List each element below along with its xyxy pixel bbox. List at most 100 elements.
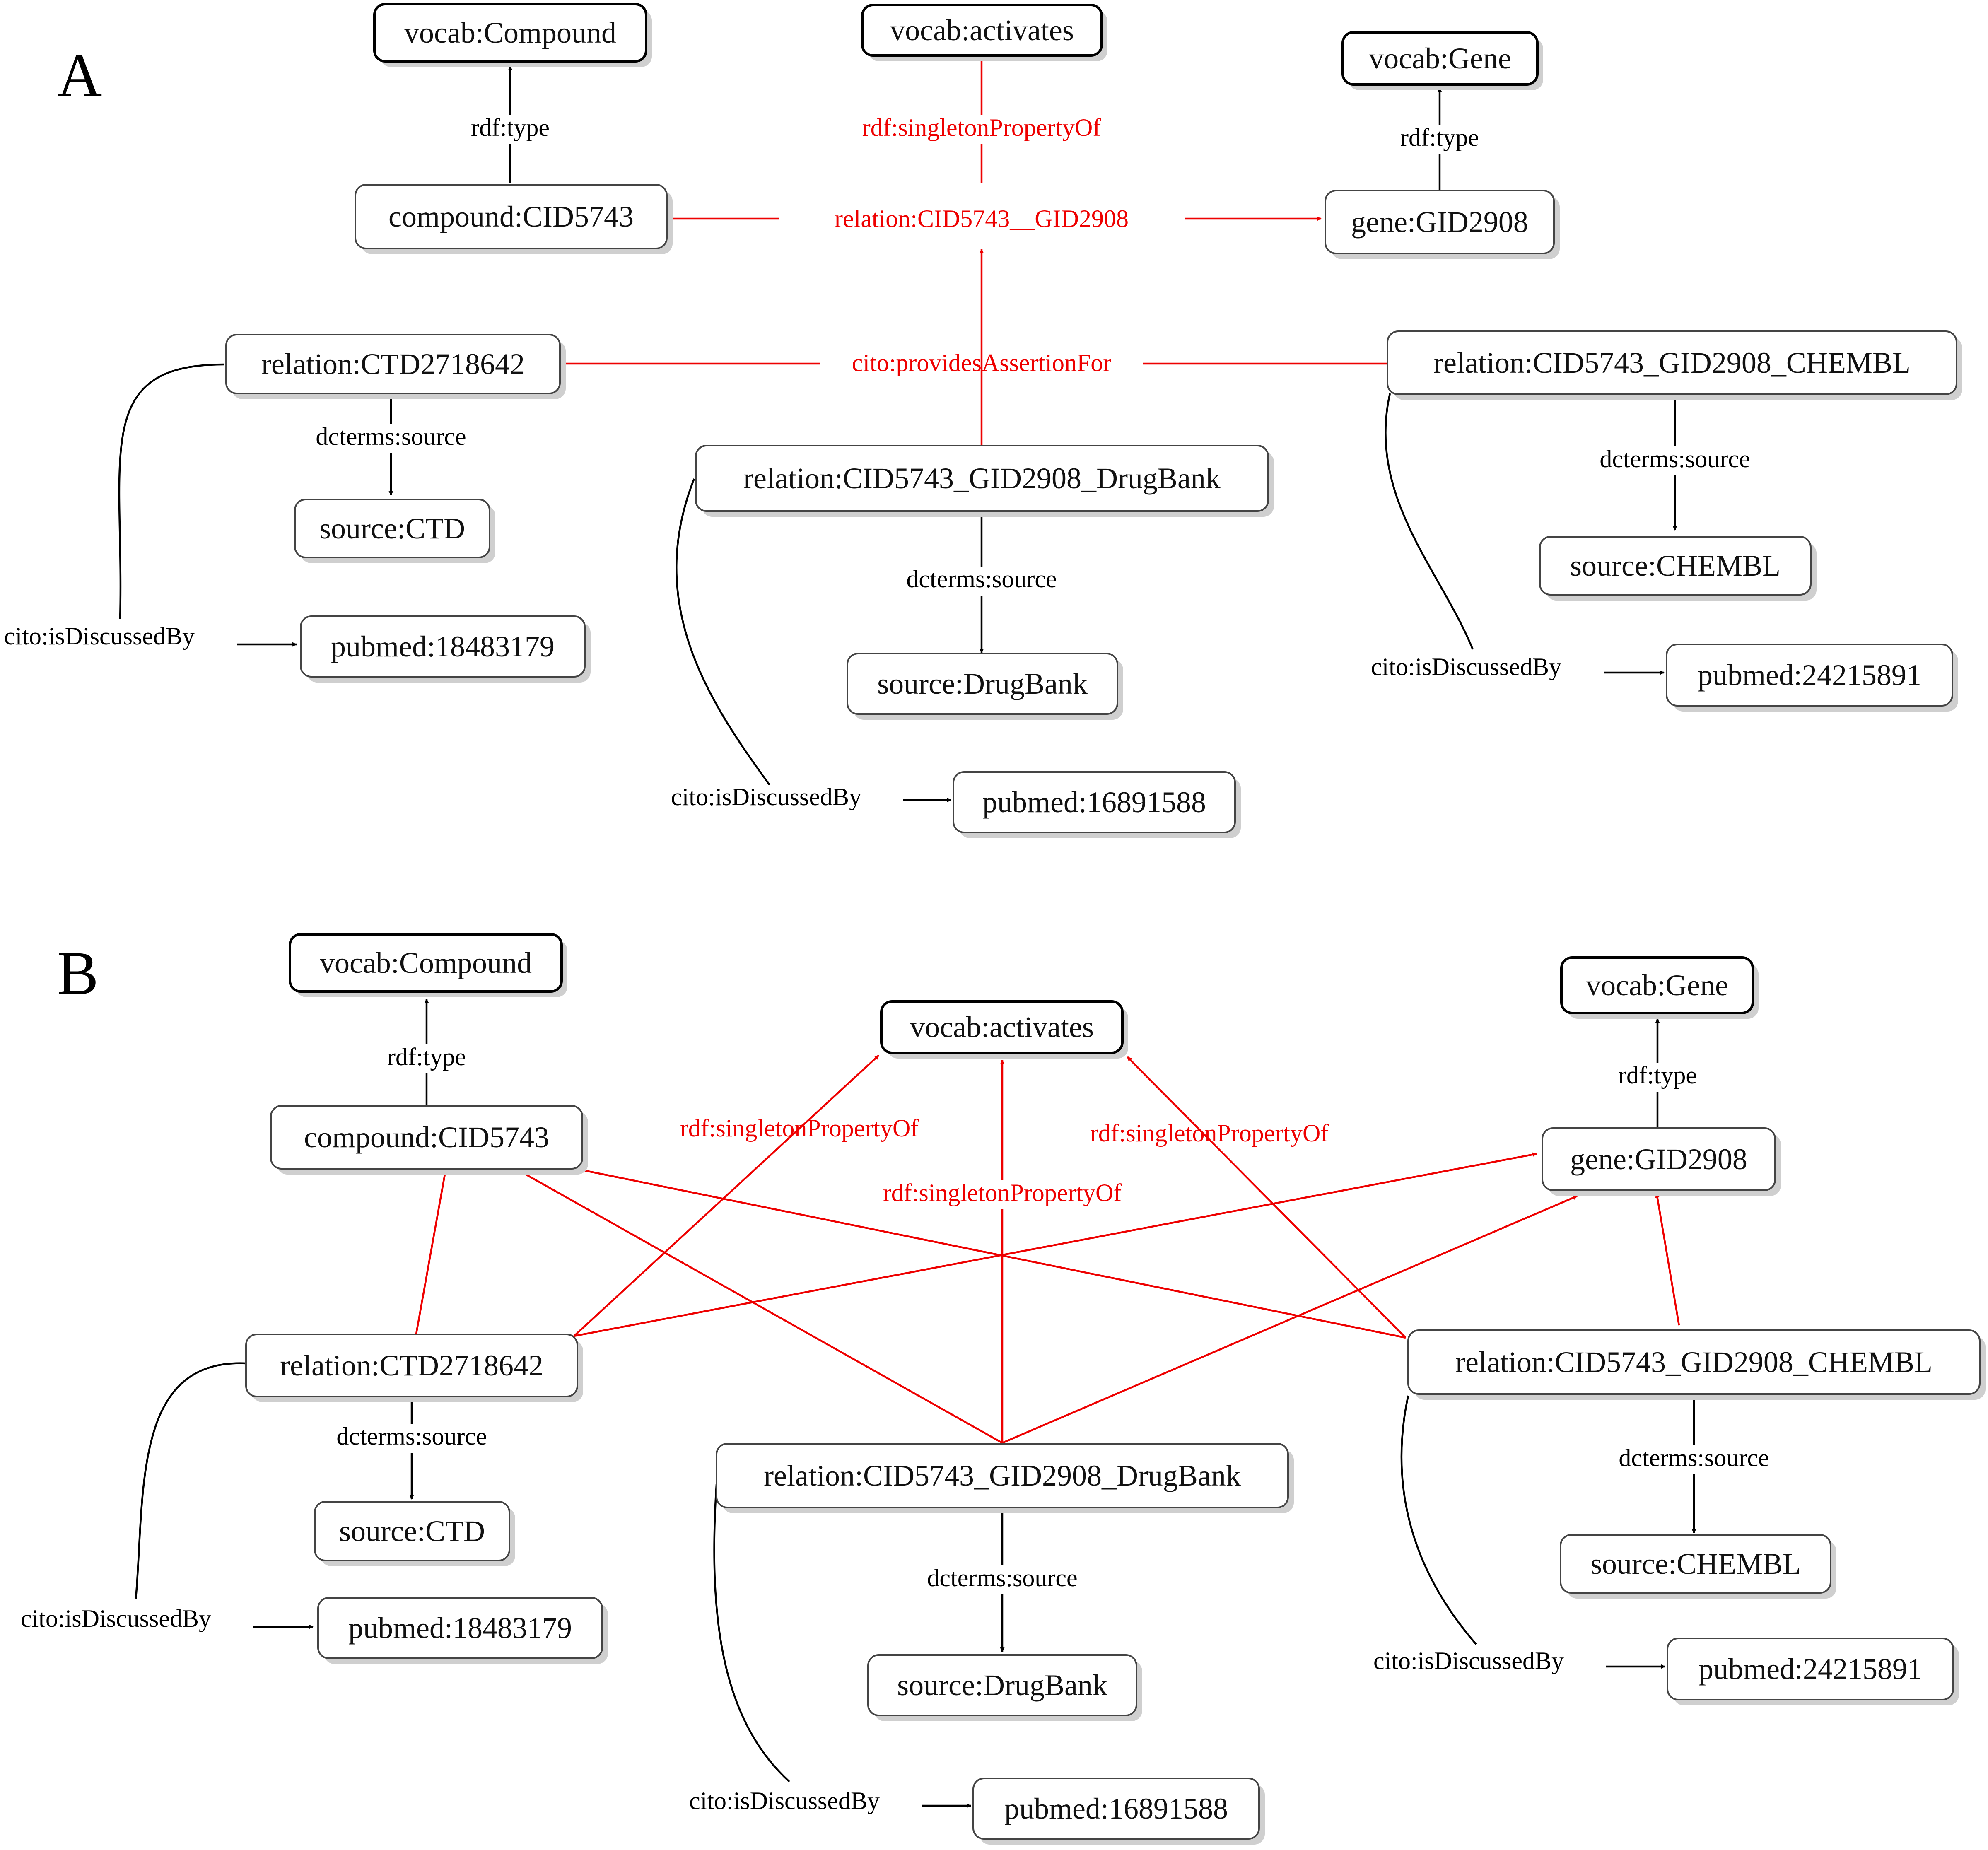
b-vocab-compound-box: [289, 933, 563, 993]
edge-b-singleton-ctd-label: rdf:singletonPropertyOf: [680, 1114, 919, 1142]
edge-b-compound-drugbank: [525, 1174, 1003, 1444]
b-src-chembl-label: source:CHEMBL: [1590, 1547, 1801, 1580]
edge-b-chembl-discussed-curve: [1400, 1395, 1477, 1645]
b-rel-ctd-box: [245, 1334, 578, 1397]
b-src-drugbank-label: source:DrugBank: [897, 1669, 1107, 1702]
b-src-chembl-box: [1560, 1534, 1831, 1594]
edge-a-chembl-source-label: dcterms:source: [1600, 445, 1750, 473]
edge-b-ctd-source-label: dcterms:source: [336, 1423, 487, 1450]
edge-a-ctd-discussed-curve: [118, 363, 224, 620]
a-src-chembl-box: [1539, 536, 1812, 596]
b-vocab-activates-label: vocab:activates: [910, 1011, 1094, 1044]
panel-a-letter: A: [57, 41, 102, 110]
edge-b-ctd-source-label-bg: [321, 1424, 503, 1453]
panel-b-letter: B: [57, 939, 99, 1008]
b-src-ctd-box: [314, 1501, 510, 1561]
b-compound-box: [270, 1105, 583, 1170]
a-src-chembl-label: source:CHEMBL: [1570, 549, 1781, 582]
b-rel-chembl: relation:CID5743_GID2908_CHEMBL: [1407, 1329, 1986, 1400]
b-gene-box: [1542, 1127, 1776, 1191]
a-vocab-gene-label: vocab:Gene: [1369, 42, 1511, 75]
edge-b-drugbank-source-label-bg: [911, 1565, 1093, 1594]
b-pm-18483179: pubmed:18483179: [317, 1597, 608, 1664]
b-src-drugbank-box: [867, 1654, 1137, 1716]
b-vocab-compound: vocab:Compound: [289, 933, 567, 997]
b-gene: gene:GID2908: [1542, 1127, 1781, 1196]
a-src-drugbank-box: [847, 653, 1118, 715]
edge-a-singleton-label: rdf:singletonPropertyOf: [862, 114, 1101, 141]
a-vocab-activates: vocab:activates: [861, 4, 1107, 61]
edge-b-gene-type-label-bg: [1608, 1063, 1707, 1092]
b-src-drugbank: source:DrugBank: [867, 1654, 1142, 1721]
a-vocab-compound-box: [373, 3, 647, 63]
b-src-ctd: source:CTD: [314, 1501, 515, 1566]
edge-b-chembl-source-label: dcterms:source: [1619, 1444, 1769, 1471]
a-gene-box: [1325, 190, 1555, 254]
b-rel-drugbank-label: relation:CID5743_GID2908_DrugBank: [764, 1459, 1241, 1492]
b-src-ctd-label: source:CTD: [339, 1515, 485, 1548]
a-compound: compound:CID5743: [355, 184, 673, 254]
a-rel-drugbank: relation:CID5743_GID2908_DrugBank: [695, 445, 1274, 517]
a-vocab-compound: vocab:Compound: [373, 3, 652, 67]
edge-b-singleton-chembl-label: rdf:singletonPropertyOf: [1090, 1119, 1329, 1147]
a-src-drugbank-label: source:DrugBank: [877, 667, 1088, 700]
edge-b-chembl-source-label-bg: [1603, 1445, 1785, 1474]
a-vocab-compound-label: vocab:Compound: [404, 16, 616, 49]
b-rel-ctd: relation:CTD2718642: [245, 1334, 583, 1402]
b-pm-16891588: pubmed:16891588: [972, 1778, 1265, 1845]
b-pm-18483179-box: [317, 1597, 603, 1659]
b-vocab-activates: vocab:activates: [880, 1000, 1128, 1059]
edge-a-drugbank-discussed-curve: [676, 478, 770, 786]
a-pm-18483179-box: [300, 615, 586, 678]
b-gene-label: gene:GID2908: [1570, 1143, 1747, 1176]
edge-b-chembl-activates: [1127, 1056, 1407, 1339]
edge-b-compound-chembl: [579, 1168, 1406, 1339]
edge-b-singleton-drugbank-label-bg: [853, 1180, 1151, 1209]
edge-a-drugbank-source-label: dcterms:source: [906, 565, 1057, 593]
b-pm-24215891: pubmed:24215891: [1667, 1638, 1959, 1705]
a-pm-24215891: pubmed:24215891: [1666, 644, 1958, 712]
edge-b-drugbank-discussed-label: cito:isDiscussedBy: [689, 1787, 880, 1814]
b-pm-16891588-box: [972, 1778, 1260, 1840]
edge-a-central-label: relation:CID5743__GID2908: [835, 205, 1129, 232]
edge-a-compound-type-label-bg: [461, 115, 560, 144]
edge-a-ctd-source-label-bg: [300, 424, 482, 453]
edge-b-singleton-drugbank-label: rdf:singletonPropertyOf: [883, 1179, 1122, 1206]
a-gene: gene:GID2908: [1325, 190, 1560, 259]
edge-a-gene-type-label: rdf:type: [1400, 124, 1479, 151]
b-vocab-gene-label: vocab:Gene: [1586, 969, 1728, 1002]
edge-b-ctd-gene: [574, 1152, 1537, 1337]
a-vocab-activates-label: vocab:activates: [890, 14, 1074, 47]
b-pm-18483179-label: pubmed:18483179: [348, 1611, 572, 1645]
edge-a-singleton-label-bg: [832, 115, 1131, 144]
a-vocab-activates-box: [861, 4, 1103, 57]
edge-b-drugbank-discussed-curve: [713, 1484, 790, 1782]
b-vocab-gene-box: [1560, 956, 1754, 1014]
a-src-chembl: source:CHEMBL: [1539, 536, 1817, 601]
a-rel-chembl-label: relation:CID5743_GID2908_CHEMBL: [1433, 346, 1911, 379]
edge-a-gene-type-label-bg: [1390, 125, 1489, 154]
a-src-ctd-label: source:CTD: [319, 512, 465, 545]
edge-b-compound-type-label: rdf:type: [387, 1043, 466, 1071]
a-src-ctd: source:CTD: [294, 499, 495, 563]
edge-a-ctd-discussed-label: cito:isDiscussedBy: [4, 622, 195, 650]
a-pm-18483179-label: pubmed:18483179: [331, 630, 555, 663]
a-pm-16891588: pubmed:16891588: [953, 771, 1241, 838]
a-rel-chembl: relation:CID5743_GID2908_CHEMBL: [1387, 330, 1962, 400]
b-rel-drugbank-box: [716, 1443, 1289, 1508]
a-pm-24215891-box: [1666, 644, 1953, 707]
a-compound-box: [355, 184, 668, 249]
edge-b-compound-ctd: [415, 1174, 446, 1336]
edge-b-ctd-discussed-curve: [135, 1362, 246, 1599]
a-vocab-gene: vocab:Gene: [1341, 31, 1543, 90]
edge-a-chembl-discussed-curve: [1385, 393, 1474, 650]
edge-a-provides-label: cito:providesAssertionFor: [852, 349, 1112, 376]
edge-b-drugbank-gene: [1002, 1195, 1578, 1444]
a-vocab-gene-box: [1341, 31, 1539, 86]
a-pm-16891588-label: pubmed:16891588: [982, 786, 1206, 819]
a-src-ctd-box: [294, 499, 490, 558]
edge-a-drugbank-source-label-bg: [890, 567, 1073, 596]
